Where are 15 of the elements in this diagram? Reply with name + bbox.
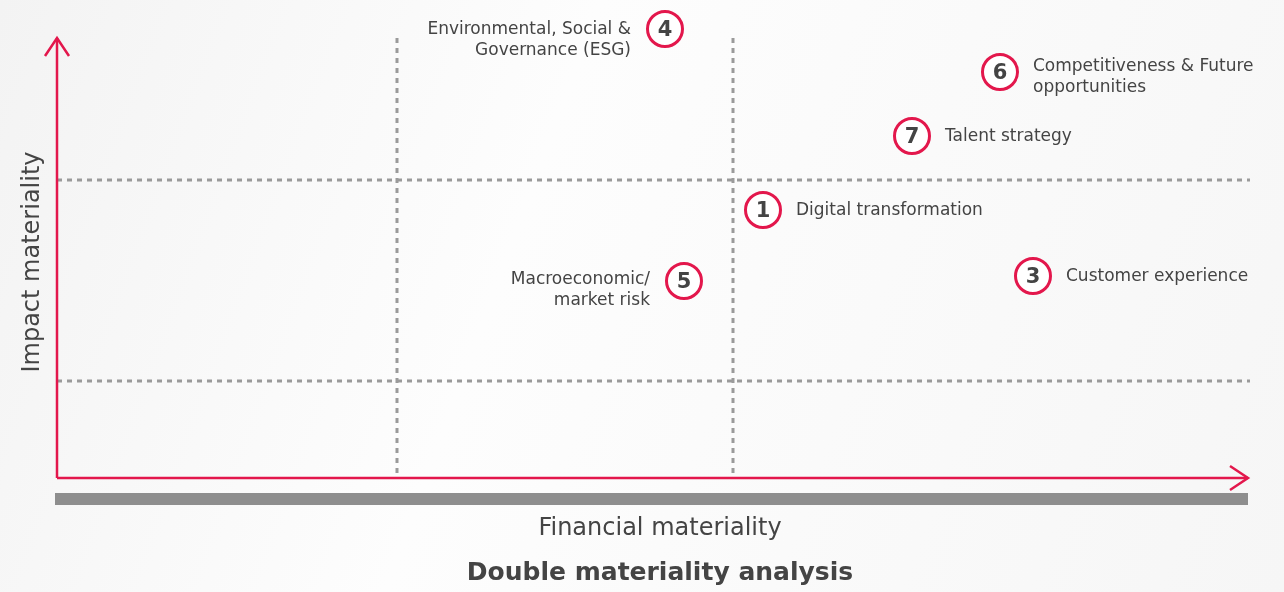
item-label: Customer experience xyxy=(1066,265,1250,286)
item-label: Macroeconomic/ market risk xyxy=(509,268,650,310)
chart-title: Double materiality analysis xyxy=(465,556,855,588)
item-label: Talent strategy xyxy=(945,125,1073,146)
number-circle: 4 xyxy=(646,10,684,48)
axis-title: Impact materiality xyxy=(16,151,45,373)
item-label: Digital transformation xyxy=(796,199,984,220)
axis-title: Financial materiality xyxy=(537,512,783,542)
item-label: Competitiveness & Future opportunities xyxy=(1033,55,1255,97)
number-circle: 6 xyxy=(981,53,1019,91)
number-circle: 1 xyxy=(744,191,782,229)
number-circle: 7 xyxy=(893,117,931,155)
number-circle: 3 xyxy=(1014,257,1052,295)
number-circle: 5 xyxy=(665,262,703,300)
item-label: Environmental, Social & Governance (ESG) xyxy=(426,18,631,60)
